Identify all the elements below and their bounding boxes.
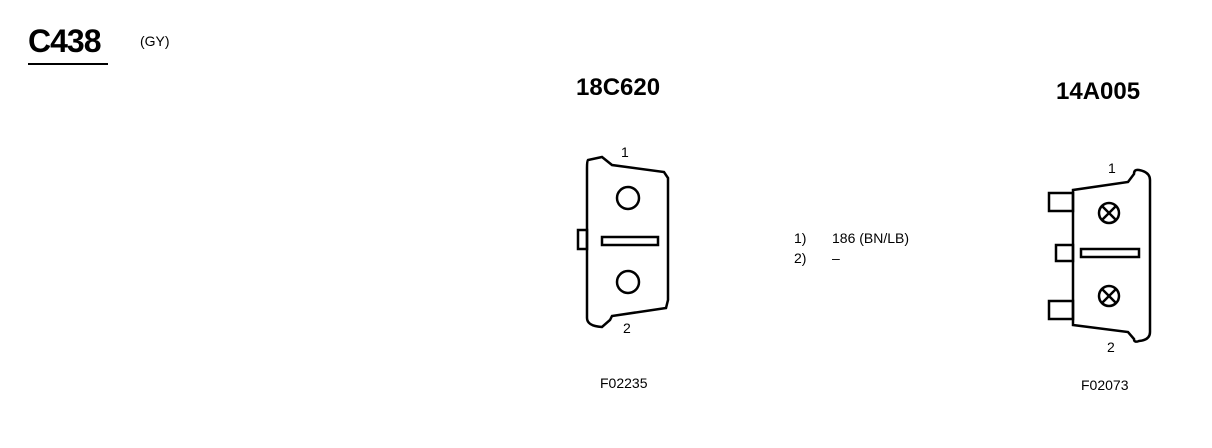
connector-housing	[1071, 168, 1152, 343]
locking-tab-middle	[1054, 243, 1075, 263]
pin-cavity-1	[615, 185, 641, 211]
pin-circuit: 186 (BN/LB)	[832, 230, 910, 246]
pin-row: 2) –	[794, 248, 909, 268]
pin-number: 1)	[794, 230, 807, 246]
pin-row: 1) 186 (BN/LB)	[794, 228, 909, 248]
connector-drawing-left	[576, 155, 670, 329]
locking-tab-top	[1047, 191, 1075, 213]
pin-label-right-1: 1	[1108, 160, 1116, 176]
pin-cavity-2	[1097, 284, 1121, 308]
figure-number-left: F02235	[600, 375, 648, 391]
connector-color-code: (GY)	[140, 33, 170, 49]
title-underline	[28, 63, 108, 65]
part-number-right: 14A005	[1056, 78, 1141, 105]
pin-number: 2)	[794, 250, 807, 266]
part-number-left: 18C620	[576, 74, 661, 101]
locking-tab	[576, 228, 589, 251]
pin-cavity-2	[615, 269, 641, 295]
connector-drawing-right	[1047, 168, 1152, 343]
pin-label-right-2: 2	[1107, 339, 1115, 355]
locking-tab-bottom	[1047, 299, 1075, 321]
center-key	[1079, 247, 1141, 259]
connector-id: C438	[28, 23, 101, 59]
pin-cavity-1	[1097, 201, 1121, 225]
pin-label-left-1: 1	[621, 144, 629, 160]
pin-label-left-2: 2	[623, 320, 631, 336]
center-key	[600, 235, 660, 247]
connector-housing	[585, 155, 670, 329]
pin-assignment-list: 1) 186 (BN/LB) 2) –	[794, 228, 909, 268]
pin-circuit: –	[832, 250, 840, 266]
figure-number-right: F02073	[1081, 377, 1129, 393]
